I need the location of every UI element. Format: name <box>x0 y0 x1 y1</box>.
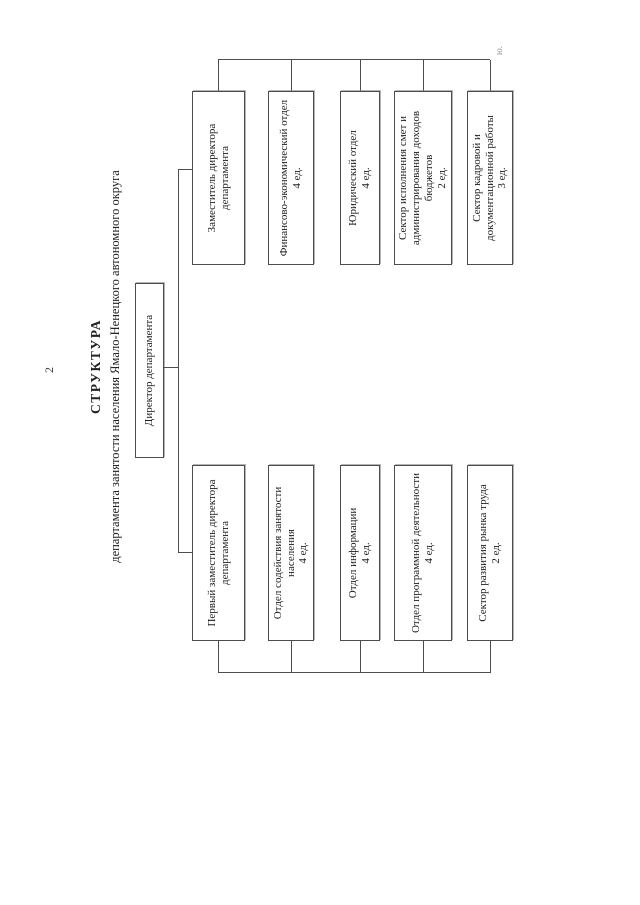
org-unit-count: 4 ед. <box>360 167 372 189</box>
org-box-labor-market-sector: Сектор развития рынка труда 2 ед. <box>467 465 513 641</box>
org-box-legal-dept: Юридический отдел 4 ед. <box>340 91 380 265</box>
connector-left-row-1 <box>218 641 219 673</box>
org-unit-name: Сектор исполнения смет и администрирован… <box>397 110 435 246</box>
connector-right-row-4 <box>423 60 424 91</box>
connector-director-stem <box>164 367 178 368</box>
org-box-director-label: Директор департамента <box>143 314 156 427</box>
connector-top-horizontal <box>178 169 179 553</box>
org-box-deputy-director: Заместитель директора департамента <box>192 91 245 265</box>
chart-title: СТРУКТУРА <box>88 318 103 415</box>
org-unit-name: Сектор кадровой и документационной работ… <box>470 115 496 241</box>
scan-stray-mark: ю. <box>494 46 504 55</box>
org-box-label: Заместитель директора департамента <box>205 123 231 233</box>
org-unit-name: Отдел программной деятельности <box>410 472 423 634</box>
org-unit-name: Финансово-экономический отдел <box>278 99 291 257</box>
org-unit-count: 4 ед. <box>291 167 303 189</box>
org-unit-count: 4 ед. <box>423 542 435 564</box>
org-box-director: Директор департамента <box>135 283 164 458</box>
connector-left-row-5 <box>490 641 491 673</box>
connector-right-row-1 <box>218 60 219 91</box>
org-box-first-deputy-director: Первый заместитель директора департамент… <box>192 465 245 641</box>
connector-left-row-4 <box>423 641 424 673</box>
chart-subtitle: департамента занятости населения Ямало-Н… <box>108 170 122 563</box>
connector-left-row-2 <box>291 641 292 673</box>
org-unit-count: 2 ед. <box>490 542 502 564</box>
connector-left-trunk <box>218 672 490 673</box>
org-box-label: Первый заместитель директора департамент… <box>205 479 231 627</box>
connector-right-row-3 <box>360 60 361 91</box>
org-box-information-dept: Отдел информации 4 ед. <box>340 465 380 641</box>
org-box-employment-assistance-dept: Отдел содействия занятости населения 4 е… <box>268 465 314 641</box>
org-box-personnel-documentation-sector: Сектор кадровой и документационной работ… <box>467 91 513 265</box>
org-unit-name: Юридический отдел <box>347 130 360 226</box>
org-box-financial-economic-dept: Финансово-экономический отдел 4 ед. <box>268 91 314 265</box>
org-unit-count: 2 ед. <box>435 167 448 189</box>
org-box-budget-execution-sector: Сектор исполнения смет и администрирован… <box>394 91 452 265</box>
org-unit-count: 3 ед. <box>496 167 509 189</box>
connector-right-trunk <box>218 59 490 60</box>
connector-right-row-5 <box>490 60 491 91</box>
connector-left-row-3 <box>360 641 361 673</box>
connector-drop-right-head <box>178 169 192 170</box>
connector-drop-left-head <box>178 552 192 553</box>
org-unit-name: Сектор развития рынка труда <box>477 484 490 622</box>
connector-right-row-2 <box>291 60 292 91</box>
page-number: 2 <box>42 367 56 373</box>
org-unit-count: 4 ед. <box>360 542 372 564</box>
org-unit-count: 4 ед. <box>297 542 310 564</box>
org-unit-name: Отдел информации <box>347 507 360 599</box>
org-box-program-activity-dept: Отдел программной деятельности 4 ед. <box>394 465 452 641</box>
org-unit-name: Отдел содействия занятости населения <box>271 486 297 620</box>
